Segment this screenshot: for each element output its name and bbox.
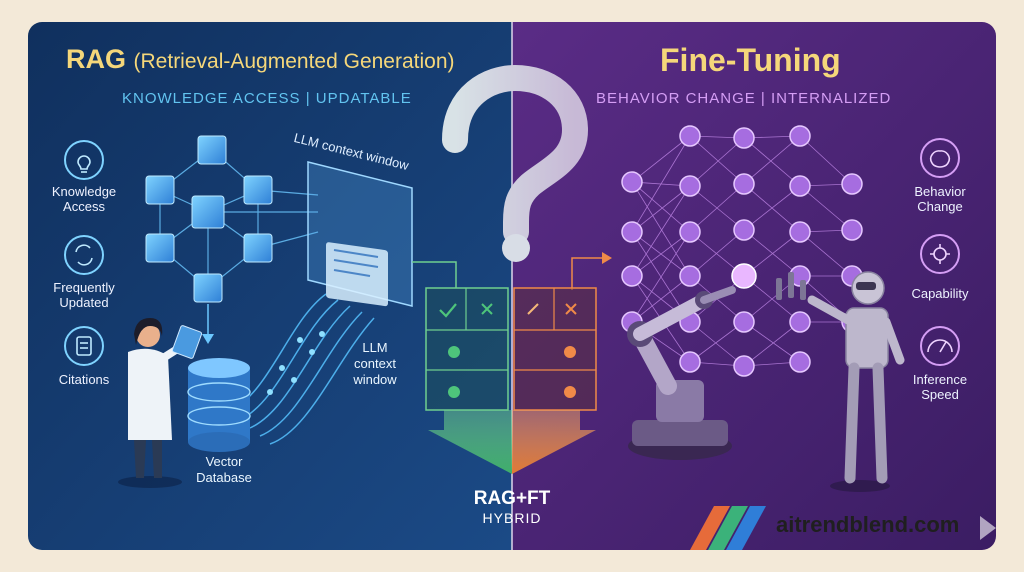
ft-feature-inference-speed: Inference Speed xyxy=(912,372,968,402)
rag-title-main: RAG xyxy=(66,44,126,74)
speedometer-icon xyxy=(920,326,960,366)
ft-feature-capability: Capability xyxy=(911,286,969,301)
hybrid-title: RAG+FT xyxy=(473,488,551,509)
rag-feature-knowledge-access: Knowledge Access xyxy=(51,184,117,214)
rag-title-sub: (Retrieval-Augmented Generation) xyxy=(133,50,455,73)
gear-icon xyxy=(920,234,960,274)
question-mark-icon xyxy=(442,64,589,262)
humanoid-robot xyxy=(776,271,905,492)
lightbulb-icon xyxy=(64,140,104,180)
document-icon xyxy=(64,326,104,366)
rag-tagline: KNOWLEDGE ACCESS | UPDATABLE xyxy=(122,90,412,107)
ft-feature-behavior-change: Behavior Change xyxy=(914,184,966,214)
brand-logo-stripes xyxy=(690,506,766,550)
robotic-arm xyxy=(627,286,736,460)
hybrid-subtitle: HYBRID xyxy=(482,510,542,526)
vector-database-icon xyxy=(187,358,251,452)
scientist-figure xyxy=(118,318,203,488)
vector-database-label: Vector Database xyxy=(196,454,252,485)
brain-icon xyxy=(920,138,960,178)
refresh-icon xyxy=(64,235,104,275)
context-window-label: LLM context window xyxy=(353,340,397,387)
rag-feature-citations: Citations xyxy=(58,372,110,387)
play-arrow-icon xyxy=(980,516,996,540)
comparison-table xyxy=(425,287,597,411)
ft-title: Fine-Tuning xyxy=(660,42,841,78)
rag-title: RAG (Retrieval-Augmented Generation) xyxy=(66,44,455,75)
ft-tagline: BEHAVIOR CHANGE | INTERNALIZED xyxy=(596,90,892,107)
brand-site[interactable]: aitrendblend.com xyxy=(776,512,960,537)
rag-feature-frequently-updated: Frequently Updated xyxy=(53,280,115,310)
